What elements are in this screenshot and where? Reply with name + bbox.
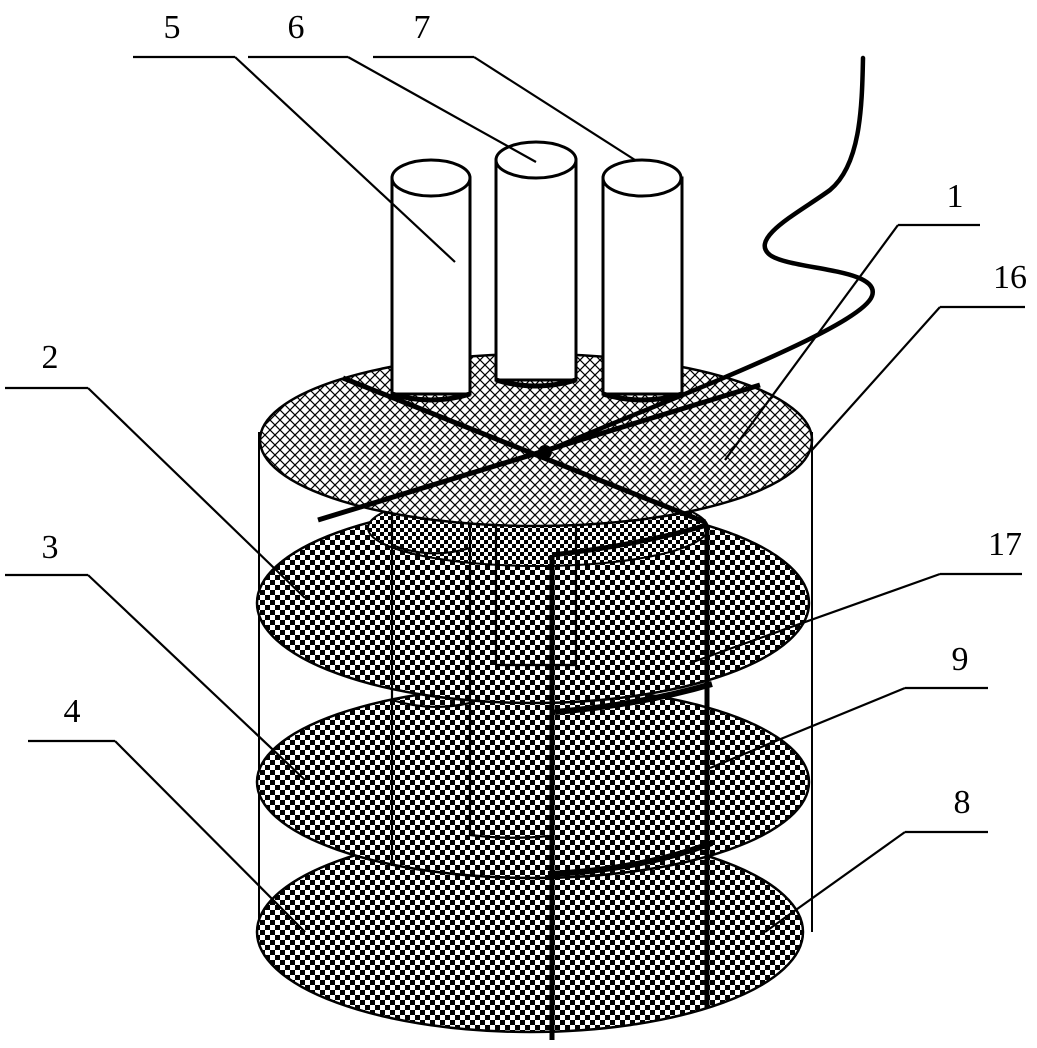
cylinder-walls [258, 432, 813, 932]
callout-17: 17 [988, 526, 1022, 563]
callout-9: 9 [952, 641, 969, 678]
leader-lines [5, 55, 1025, 933]
tube-5 [390, 158, 472, 403]
callout-1: 1 [947, 178, 964, 215]
callout-6: 6 [288, 9, 305, 46]
middle-plate-rim-thick [547, 840, 714, 877]
tube-7 [601, 158, 684, 403]
cable [542, 55, 875, 455]
callout-8: 8 [954, 784, 971, 821]
tube-6 [494, 140, 578, 389]
callout-3: 3 [42, 529, 59, 566]
callout-16: 16 [993, 259, 1027, 296]
callout-7: 7 [414, 9, 431, 46]
callout-5: 5 [164, 9, 181, 46]
callout-2: 2 [42, 339, 59, 376]
upper-plate-rim-thick [554, 681, 713, 715]
callout-4: 4 [64, 693, 81, 730]
middle-mesh-plate [255, 684, 811, 880]
support-frame [549, 522, 710, 1040]
